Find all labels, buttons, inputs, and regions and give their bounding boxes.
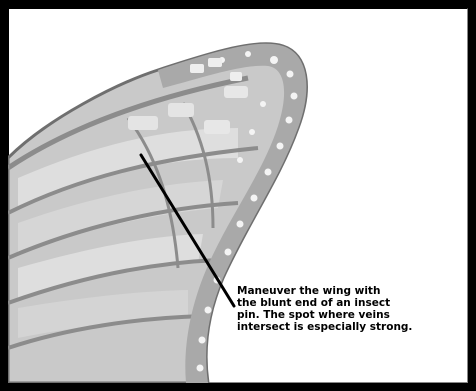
caption-line-1: Maneuver the wing with	[237, 285, 380, 297]
caption-text: Maneuver the wing with the blunt end of …	[237, 285, 462, 333]
caption-line-3: pin. The spot where veins	[237, 309, 390, 321]
caption-line-2: the blunt end of an insect	[237, 297, 390, 309]
caption-line-4: intersect is especially strong.	[237, 321, 412, 333]
